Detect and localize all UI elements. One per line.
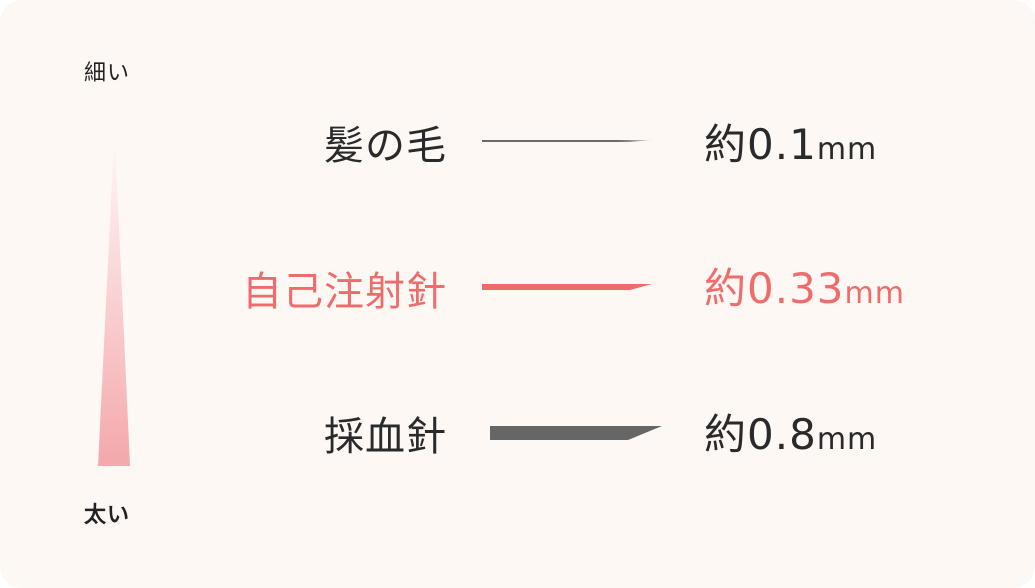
row-label-hair: 髪の毛 (324, 123, 447, 169)
value-prefix: 約 (704, 410, 748, 459)
self-injection-needle-icon (482, 284, 652, 290)
thickness-scale-wedge (98, 140, 130, 466)
hair-line-icon (482, 140, 652, 142)
value-unit: mm (816, 132, 878, 167)
scale-thin-label: 細い (84, 61, 131, 86)
blood-collection-needle-icon (490, 426, 662, 440)
row-label-self-injection-needle: 自己注射針 (242, 269, 447, 315)
row-value-self-injection-needle: 約0.33mm (704, 268, 905, 310)
row-value-blood-collection-needle: 約0.8mm (704, 414, 877, 456)
row-label-blood-collection-needle: 採血針 (324, 414, 447, 460)
value-number: 0.8 (747, 410, 817, 459)
value-unit: mm (816, 422, 878, 457)
value-prefix: 約 (704, 264, 748, 313)
value-unit: mm (844, 276, 905, 311)
scale-thick-label: 太い (84, 503, 131, 528)
value-number: 0.33 (747, 264, 845, 313)
row-value-hair: 約0.1mm (704, 124, 877, 166)
value-prefix: 約 (704, 120, 748, 169)
value-number: 0.1 (747, 120, 817, 169)
